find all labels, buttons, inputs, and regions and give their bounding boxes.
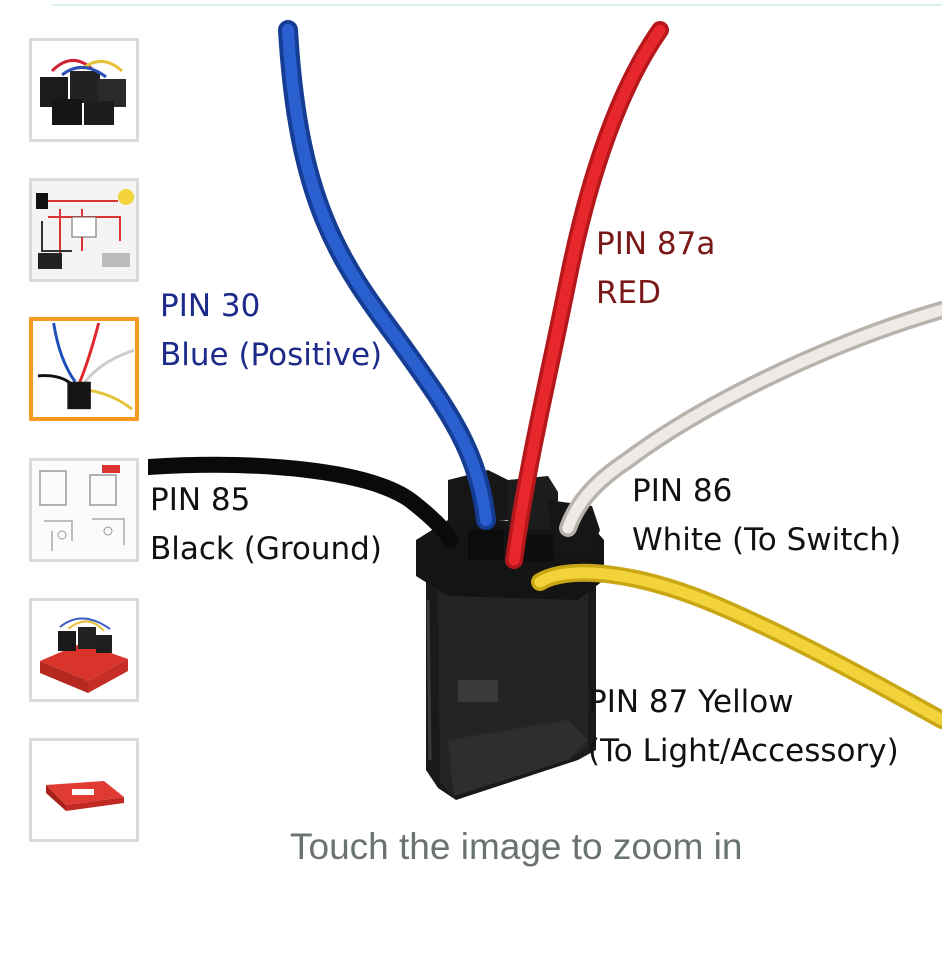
pin-85-description: Black (Ground) xyxy=(150,531,382,567)
thumbnail-wiring-diagram[interactable] xyxy=(29,178,139,282)
pin-86-number: PIN 86 xyxy=(632,473,733,509)
relay-socket-photo xyxy=(148,20,942,800)
pin-87-description: (To Light/Accessory) xyxy=(588,733,899,769)
pin-87-number: PIN 87 Yellow xyxy=(588,684,794,720)
pin-85-label: PIN 85 Black (Ground) xyxy=(150,476,382,574)
relay-box-icon xyxy=(40,617,128,693)
zoom-hint-text: Touch the image to zoom in xyxy=(290,826,743,867)
pin-87a-number: PIN 87a xyxy=(596,226,716,262)
thumbnail-schematic[interactable] xyxy=(29,458,139,562)
pin-87-label: PIN 87 Yellow (To Light/Accessory) xyxy=(588,678,899,776)
pin-30-description: Blue (Positive) xyxy=(160,337,383,373)
pin-87a-description: RED xyxy=(596,275,661,311)
thumbnail-relay-pack[interactable] xyxy=(29,38,139,142)
thumbnail-relay-pins[interactable] xyxy=(29,317,139,421)
wiring-diagram-icon xyxy=(32,181,136,279)
relay-pack-icon xyxy=(40,59,126,125)
relay-pins-icon xyxy=(37,322,135,411)
main-product-image[interactable] xyxy=(148,0,942,830)
blue-wire xyxy=(278,20,496,530)
pin-30-number: PIN 30 xyxy=(160,288,261,324)
thumbnail-relay-package[interactable] xyxy=(29,738,139,842)
top-divider xyxy=(52,0,942,6)
pin-30-label: PIN 30 Blue (Positive) xyxy=(160,282,382,380)
schematic-icon xyxy=(32,461,136,559)
pin-86-label: PIN 86 White (To Switch) xyxy=(632,467,901,565)
thumbnail-relay-box[interactable] xyxy=(29,598,139,702)
black-wire xyxy=(148,456,458,548)
pin-85-number: PIN 85 xyxy=(150,482,251,518)
pin-86-description: White (To Switch) xyxy=(632,522,902,558)
relay-package-icon xyxy=(46,781,124,811)
pin-87a-label: PIN 87a RED xyxy=(596,220,715,318)
